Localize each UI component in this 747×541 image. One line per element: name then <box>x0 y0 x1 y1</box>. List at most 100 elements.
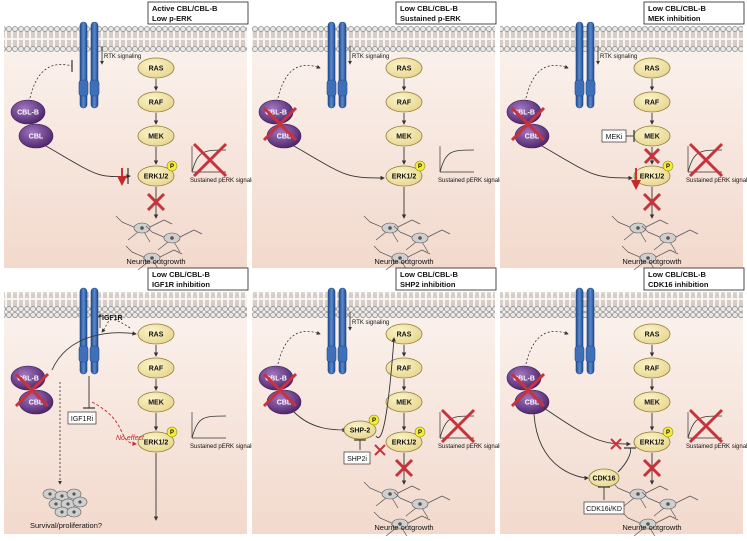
neurite <box>641 491 699 519</box>
neuron-nucleus <box>418 502 422 506</box>
cross-stroke <box>14 372 50 408</box>
neuron <box>115 215 173 243</box>
panel-title-line1: Low CBL/CBL-B <box>648 4 706 13</box>
neuron <box>393 225 451 253</box>
neurite-block-cross <box>642 192 662 212</box>
neuron-nucleus <box>636 226 640 230</box>
receptor-kinase <box>89 79 100 97</box>
ras-node-shape <box>137 57 175 79</box>
erk-node-label: ERK1/2 <box>392 440 417 447</box>
neuron <box>125 245 183 273</box>
phospho-label: P <box>170 164 174 170</box>
mek-node-label: MEK <box>148 400 164 407</box>
cdk16-to-erk <box>617 447 631 473</box>
ras-node-label: RAS <box>397 66 412 73</box>
panel-title-line2: Low p-ERK <box>152 14 193 23</box>
rtk-label: RTK signaling <box>352 54 389 60</box>
cross-stroke <box>610 438 622 450</box>
receptor-kinase <box>337 345 348 363</box>
cell-membrane <box>252 292 495 318</box>
phospho-badge: P <box>662 160 674 172</box>
cross-stroke <box>262 372 298 408</box>
panel-title-line1: Low CBL/CBL-B <box>400 4 458 13</box>
neuron-nucleus <box>150 256 154 260</box>
cell-cluster <box>42 488 88 518</box>
panel-background <box>500 28 743 268</box>
panel-background <box>4 28 247 268</box>
neuron <box>373 511 431 539</box>
cross-stroke <box>510 372 546 408</box>
raf-node: RAF <box>137 91 175 113</box>
erk-node: ERK1/2 <box>385 431 423 453</box>
neuron <box>611 215 669 243</box>
neuron <box>621 245 679 273</box>
phospho-label: P <box>418 430 422 436</box>
panel-background <box>252 294 495 534</box>
neurite <box>373 511 431 539</box>
ras-node: RAS <box>633 57 671 79</box>
ras-node-label: RAS <box>149 332 164 339</box>
cbl-label: CBL <box>525 400 540 407</box>
phospho-circle <box>166 160 178 172</box>
receptor-kinase <box>326 79 337 97</box>
neurite-outgrowth-label: Neurite outgrowth <box>374 257 433 266</box>
curve-cross <box>688 408 724 444</box>
curve-label: Sustained pERK signaling <box>438 444 507 450</box>
ras-to-igf1r-arc <box>101 319 131 333</box>
erk-node: ERK1/2 <box>137 431 175 453</box>
mek-node-label: MEK <box>644 400 660 407</box>
cbl-loss-cross <box>510 372 546 408</box>
raf-node-label: RAF <box>645 100 660 107</box>
raf-node-label: RAF <box>645 366 660 373</box>
raf-node-shape <box>137 357 175 379</box>
receptor-kinase <box>574 79 585 97</box>
neurite <box>611 215 669 243</box>
cbl-feedback-arc <box>29 64 73 99</box>
cross-stroke <box>510 106 546 142</box>
curve-label: Sustained pERK signaling <box>686 444 747 450</box>
raf-node-shape <box>385 357 423 379</box>
perk-curve-plot: Sustained pERK signaling <box>190 412 259 450</box>
raf-node-shape <box>633 91 671 113</box>
receptor-kinase <box>89 345 100 363</box>
raf-node: RAF <box>137 357 175 379</box>
neurite-block-cross <box>642 458 662 478</box>
cbl-label: CBL <box>525 134 540 141</box>
cell-nucleus <box>72 492 76 496</box>
panel-background <box>252 28 495 268</box>
erk-node: ERK1/2 <box>385 165 423 187</box>
erk-node-shape <box>633 165 671 187</box>
panel-title-line2: MEK inhibition <box>648 14 701 23</box>
raf-node-label: RAF <box>149 366 164 373</box>
raf-node: RAF <box>633 91 671 113</box>
neuron-nucleus <box>398 522 402 526</box>
ras-node: RAS <box>137 57 175 79</box>
neurite <box>621 511 679 539</box>
neuron-nucleus <box>398 256 402 260</box>
erk-node: ERK1/2 <box>633 431 671 453</box>
receptor-kinase <box>78 79 89 97</box>
cross-stroke <box>374 444 386 456</box>
ras-node: RAS <box>385 57 423 79</box>
neuron-nucleus <box>646 522 650 526</box>
neuron-nucleus <box>388 226 392 230</box>
shp2-label: SHP-2 <box>350 428 371 435</box>
ras-node: RAS <box>137 323 175 345</box>
cross-stroke <box>394 458 414 478</box>
erk-node-shape <box>385 165 423 187</box>
erk-node-label: ERK1/2 <box>144 440 169 447</box>
cbl-shape <box>18 123 54 149</box>
rtk-label: RTK signaling <box>104 54 141 60</box>
cbl-loss-cross <box>14 372 50 408</box>
cbl-to-cdk16-arrow <box>533 413 589 481</box>
mek-node-shape <box>633 391 671 413</box>
neuron-illustration <box>611 481 699 539</box>
phospho-circle <box>662 426 674 438</box>
mek-node: MEK <box>385 391 423 413</box>
ras-node: RAS <box>385 323 423 345</box>
